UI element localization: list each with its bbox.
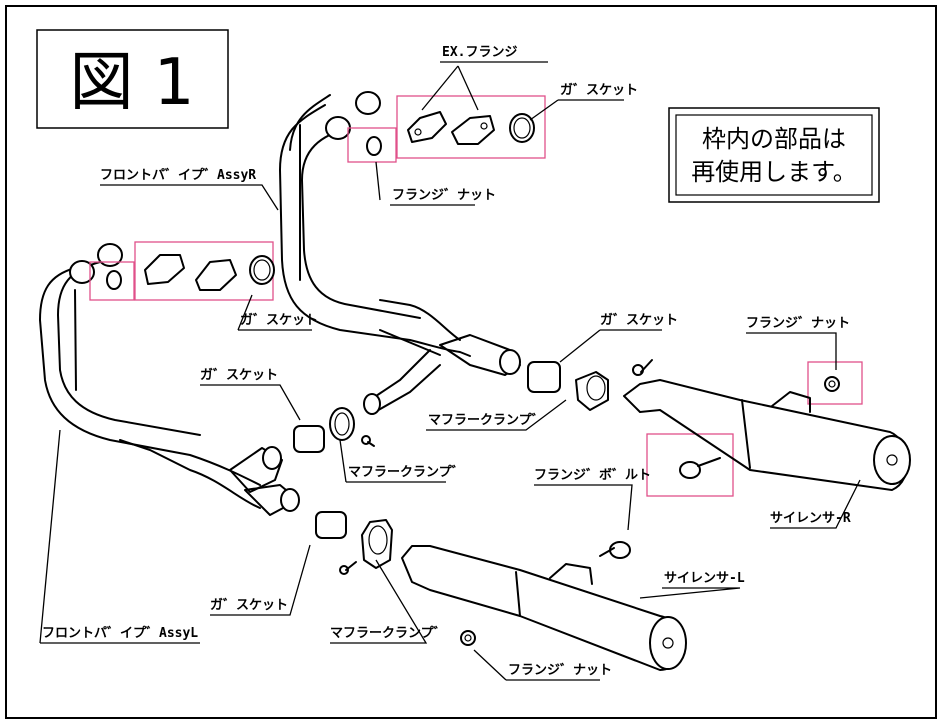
ex-flange-lower <box>106 254 275 291</box>
notice-line-1: 枠内の部品は <box>702 125 846 153</box>
silencer-l <box>401 545 687 671</box>
label-gasket-top: ガ゛スケット <box>560 82 638 98</box>
label-gasket-mid-right: ガ゛スケット <box>600 312 678 328</box>
figure-title-box: 図 1 <box>36 29 229 129</box>
figure-title: 図 1 <box>69 46 194 120</box>
label-front-pipe-r: フロントパ゛イプ゛AssyR <box>100 167 256 183</box>
label-muffler-clamp-mid: マフラークランプ゛ <box>348 464 465 480</box>
label-flange-nut-right: フランジ゛ナット <box>746 315 850 331</box>
label-gasket-mid-left: ガ゛スケット <box>200 367 278 383</box>
label-flange-nut-bottom: フランジ゛ナット <box>508 662 612 678</box>
label-muffler-clamp-right: マフラークランプ゛ <box>428 412 545 428</box>
outer-frame <box>5 5 937 719</box>
label-ex-flange: EX.フランジ <box>442 45 517 60</box>
reuse-notice-box: 枠内の部品は 再使用します。 <box>668 107 880 203</box>
label-muffler-clamp-lower: マフラークランプ゛ <box>330 625 447 641</box>
front-pipe-assy-l <box>39 243 300 516</box>
label-front-pipe-l: フロントパ゛イプ゛AssyL <box>42 625 198 641</box>
ex-flange-upper <box>366 111 535 156</box>
gaskets-and-clamps <box>293 359 840 646</box>
notice-line-2: 再使用します。 <box>691 158 857 186</box>
label-silencer-l: サイレンサ-L <box>664 571 745 586</box>
leader-lines <box>39 61 861 681</box>
label-gasket-lower: ガ゛スケット <box>210 597 288 613</box>
label-flange-nut-top: フランジ゛ナット <box>392 187 496 203</box>
label-flange-bolt: フランジ゛ボ゛ルト <box>534 467 651 483</box>
label-gasket-left-upper: ガ゛スケット <box>240 312 318 328</box>
front-pipe-assy-r <box>279 91 521 415</box>
part-labels: EX.フランジ ガ゛スケット フランジ゛ナット フロントパ゛イプ゛AssyR ガ… <box>42 45 851 678</box>
label-silencer-r: サイレンサ-R <box>770 511 851 526</box>
silencer-r <box>623 379 911 491</box>
